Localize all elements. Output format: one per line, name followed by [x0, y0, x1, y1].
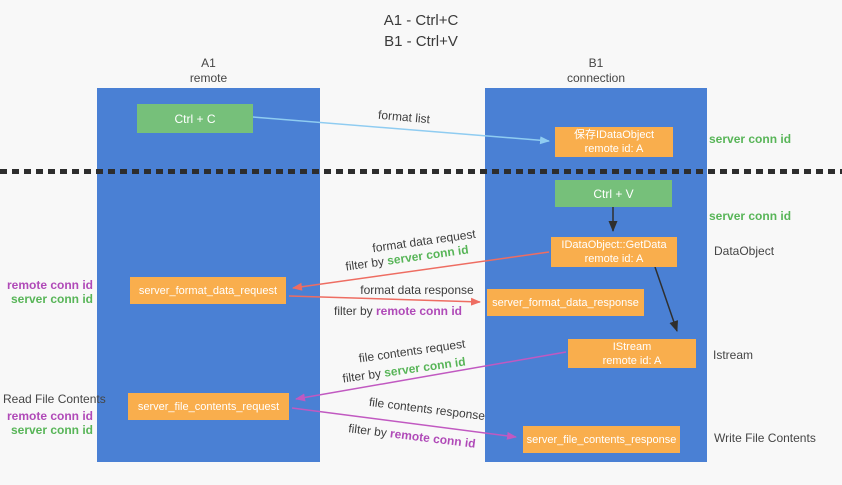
lane-header-b1: B1 connection — [485, 56, 707, 86]
arrow-label-format-response-filter: filter by remote conn id — [334, 304, 462, 318]
title-line-1: A1 - Ctrl+C — [383, 12, 459, 29]
title-line-2: B1 - Ctrl+V — [384, 33, 458, 50]
left-conn-id-stack-2: remote conn id server conn id — [1, 409, 93, 437]
node-ctrl-v-label: Ctrl + V — [593, 186, 634, 201]
node-idataobject-getdata: IDataObject::GetData remote id: A — [551, 237, 677, 267]
node-istream: IStream remote id: A — [568, 339, 696, 368]
lane-b1-name: B1 — [588, 56, 604, 70]
lane-header-a1: A1 remote — [97, 56, 320, 86]
lane-b1-role: connection — [566, 71, 626, 85]
filter-key-remote-conn-id: remote conn id — [389, 426, 477, 451]
label-server-conn-id-2: server conn id — [10, 423, 93, 437]
filter-by-text: filter by — [333, 304, 376, 318]
node-format-response-label: server_format_data_response — [492, 296, 639, 309]
label-write-file-contents: Write File Contents — [714, 431, 816, 445]
node-ctrl-v: Ctrl + V — [555, 180, 672, 207]
filter-key-remote-conn-id: remote conn id — [376, 304, 463, 318]
node-file-request-label: server_file_contents_request — [137, 400, 280, 413]
filter-by-text: filter by — [347, 421, 392, 441]
label-istream: Istream — [713, 348, 754, 362]
lane-a1-name: A1 — [201, 56, 216, 70]
node-ctrl-c: Ctrl + C — [137, 104, 253, 133]
arrow-label-file-contents-response: file contents response — [368, 394, 486, 424]
phase-separator-dashed-line — [0, 169, 842, 174]
node-server-format-data-response: server_format_data_response — [487, 289, 644, 316]
label-server-conn-id-mid: server conn id — [709, 209, 792, 223]
node-server-file-contents-response: server_file_contents_response — [523, 426, 680, 453]
node-save-idataobject-line2: remote id: A — [584, 143, 644, 155]
node-file-response-label: server_file_contents_response — [526, 433, 677, 446]
diagram-title: A1 - Ctrl+C B1 - Ctrl+V — [0, 10, 842, 52]
filter-by-text: filter by — [344, 253, 389, 274]
arrow-label-format-data-response: format data response — [360, 283, 474, 297]
left-conn-id-stack-1: remote conn id server conn id — [1, 278, 93, 306]
node-save-idataobject-line1: 保存IDataObject — [573, 129, 655, 141]
arrow-label-format-list: format list — [377, 107, 431, 127]
node-istream-line1: IStream — [612, 340, 652, 353]
node-getdata-line2: remote id: A — [584, 253, 644, 265]
label-remote-conn-id-1: remote conn id — [6, 278, 93, 292]
label-remote-conn-id-2: remote conn id — [6, 409, 93, 423]
filter-by-text: filter by — [341, 365, 386, 386]
label-dataobject: DataObject — [714, 244, 775, 258]
node-server-format-data-request: server_format_data_request — [130, 277, 286, 304]
node-server-file-contents-request: server_file_contents_request — [128, 393, 289, 420]
node-save-idataobject: 保存IDataObject remote id: A — [555, 127, 673, 157]
label-server-conn-id-top: server conn id — [709, 132, 792, 146]
lane-a1-role: remote — [189, 71, 228, 85]
node-getdata-line1: IDataObject::GetData — [561, 239, 667, 251]
node-format-request-label: server_format_data_request — [138, 284, 278, 297]
node-ctrl-c-label: Ctrl + C — [174, 111, 216, 126]
label-server-conn-id-1: server conn id — [10, 292, 93, 306]
node-istream-line2: remote id: A — [602, 354, 662, 367]
label-read-file-contents: Read File Contents — [3, 392, 106, 406]
arrow-label-file-response-filter: filter by remote conn id — [348, 421, 477, 450]
